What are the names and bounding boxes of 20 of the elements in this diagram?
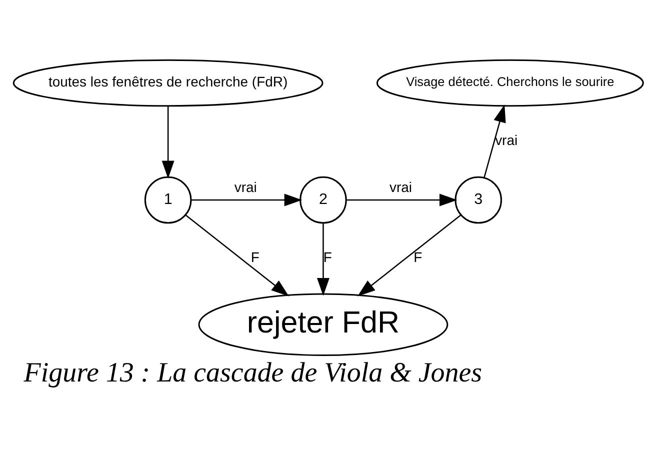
node-circle: 1 <box>144 176 192 224</box>
arrow <box>185 214 289 296</box>
node-circle: 2 <box>300 176 347 224</box>
arrow <box>346 193 458 206</box>
arrow <box>484 104 506 178</box>
edge-label: F <box>250 248 260 265</box>
node-ellipse: Visage détecté. Cherchons le sourire <box>376 58 644 106</box>
arrow <box>190 193 302 206</box>
node-ellipse: rejeter FdR <box>198 292 448 356</box>
arrow <box>316 222 330 296</box>
node-ellipse: toutes les fenêtres de recherche (FdR) <box>12 58 324 106</box>
node-circle: 3 <box>454 176 502 224</box>
edge-label: vrai <box>234 178 257 195</box>
edge-label: vrai <box>495 132 518 148</box>
arrow <box>162 106 174 178</box>
edge-label: vrai <box>390 178 412 195</box>
caption: Figure 13 : La cascade de Viola & Jones <box>24 356 482 388</box>
edge-label: F <box>414 248 422 265</box>
arrow <box>357 214 461 296</box>
edge-label: F <box>323 248 332 265</box>
